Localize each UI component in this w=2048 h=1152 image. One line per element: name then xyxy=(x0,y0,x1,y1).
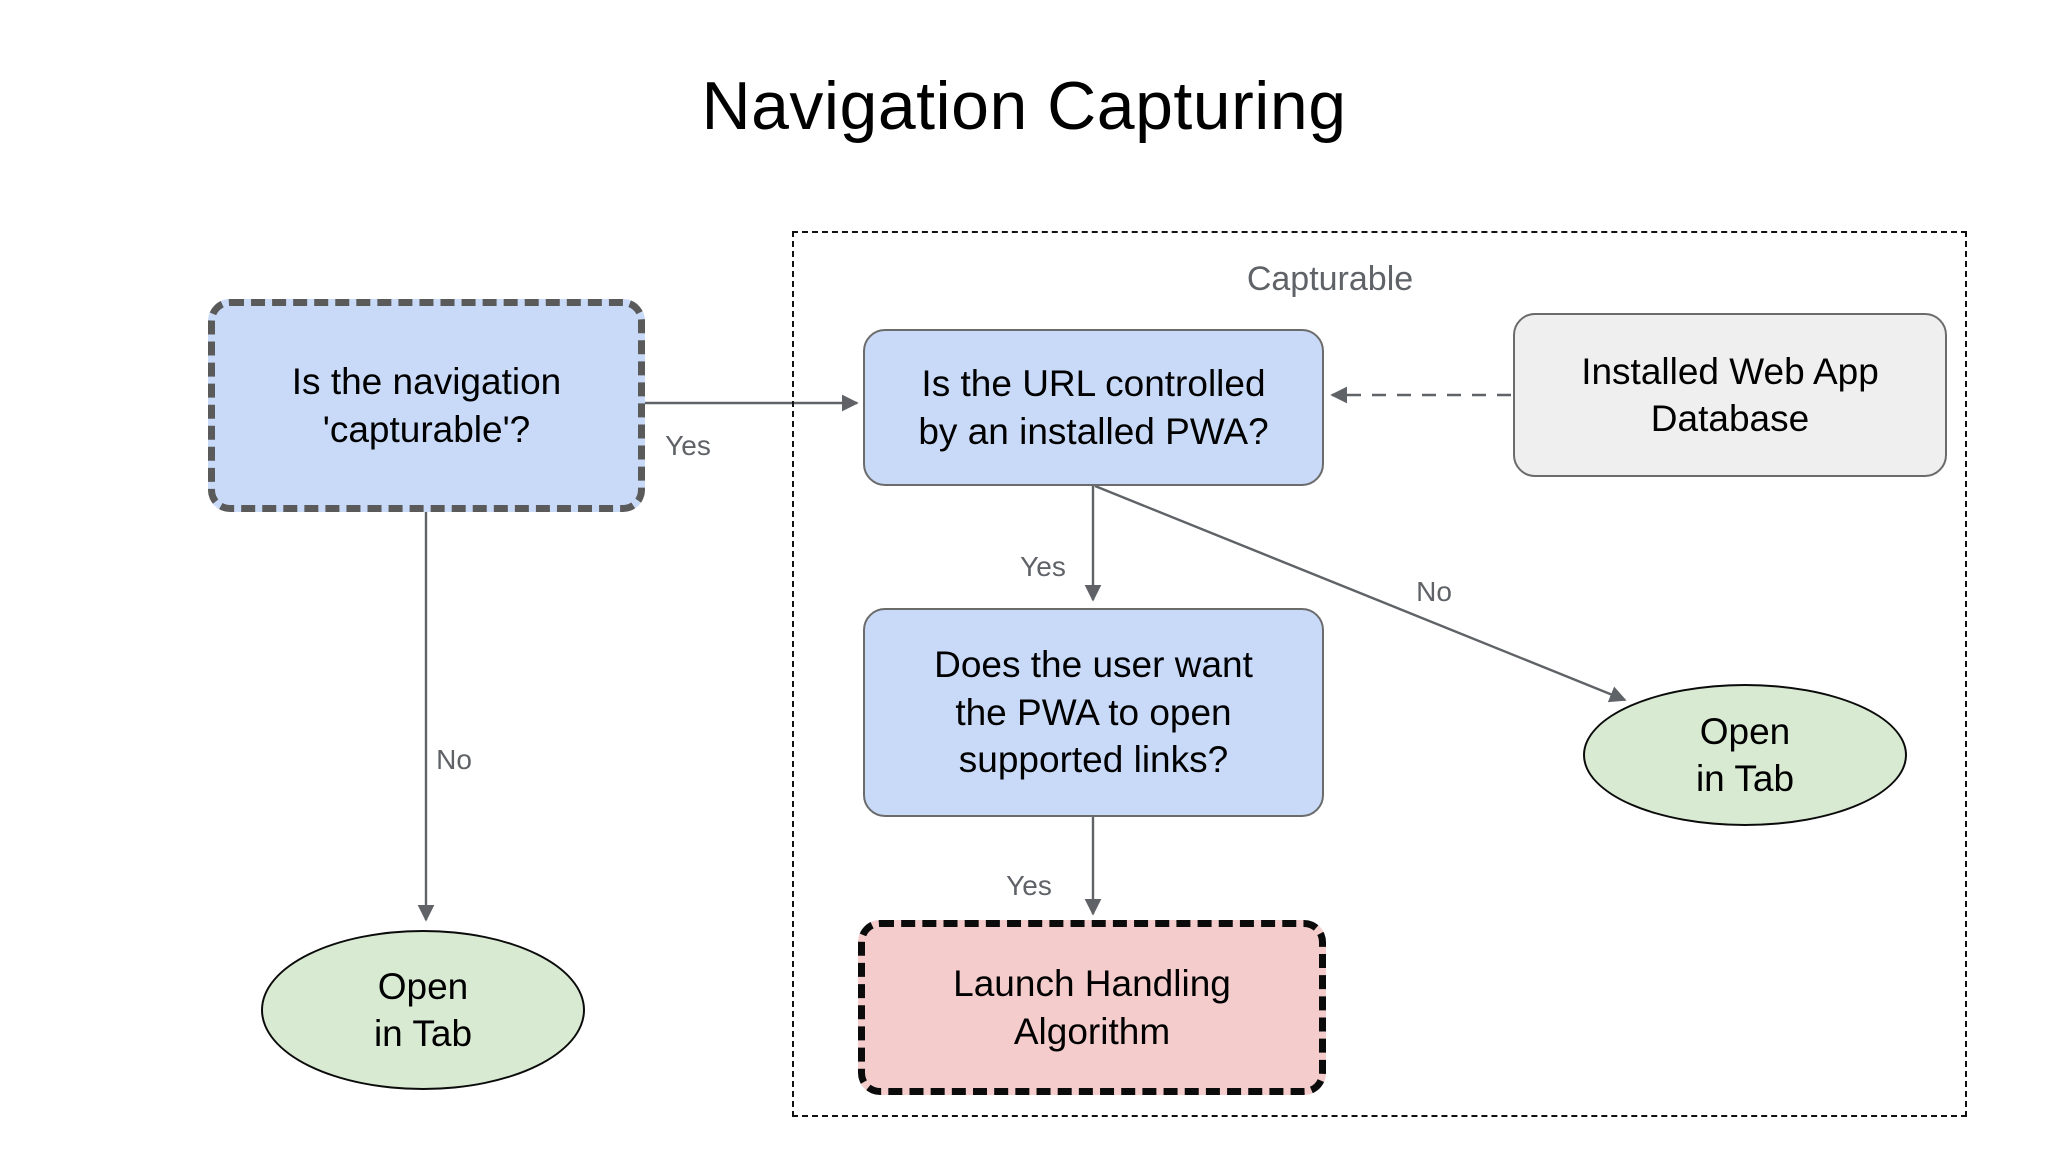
node-open-in-tab-right[interactable]: Open in Tab xyxy=(1583,684,1907,826)
node-is-navigation-capturable[interactable]: Is the navigation 'capturable'? xyxy=(208,299,645,512)
capturable-group-label: Capturable xyxy=(1246,260,1414,298)
capturable-group-container xyxy=(792,231,1967,1117)
node-installed-web-app-database[interactable]: Installed Web App Database xyxy=(1513,313,1947,477)
node-launch-handling-algorithm[interactable]: Launch Handling Algorithm xyxy=(858,920,1326,1095)
edge-label-capturable-no: No xyxy=(436,744,472,775)
edge-label-capturable-yes: Yes xyxy=(665,430,711,461)
edge-label-url-no: No xyxy=(1416,576,1452,607)
edge-label-url-yes: Yes xyxy=(1020,551,1066,582)
edge-url-no xyxy=(1094,484,1627,703)
node-open-in-tab-left[interactable]: Open in Tab xyxy=(261,930,585,1090)
node-is-url-controlled-by-pwa[interactable]: Is the URL controlled by an installed PW… xyxy=(863,329,1324,486)
edge-label-user-want-yes: Yes xyxy=(1006,870,1052,901)
page-title: Navigation Capturing xyxy=(701,68,1347,144)
node-does-user-want-pwa-open-links[interactable]: Does the user want the PWA to open suppo… xyxy=(863,608,1324,817)
